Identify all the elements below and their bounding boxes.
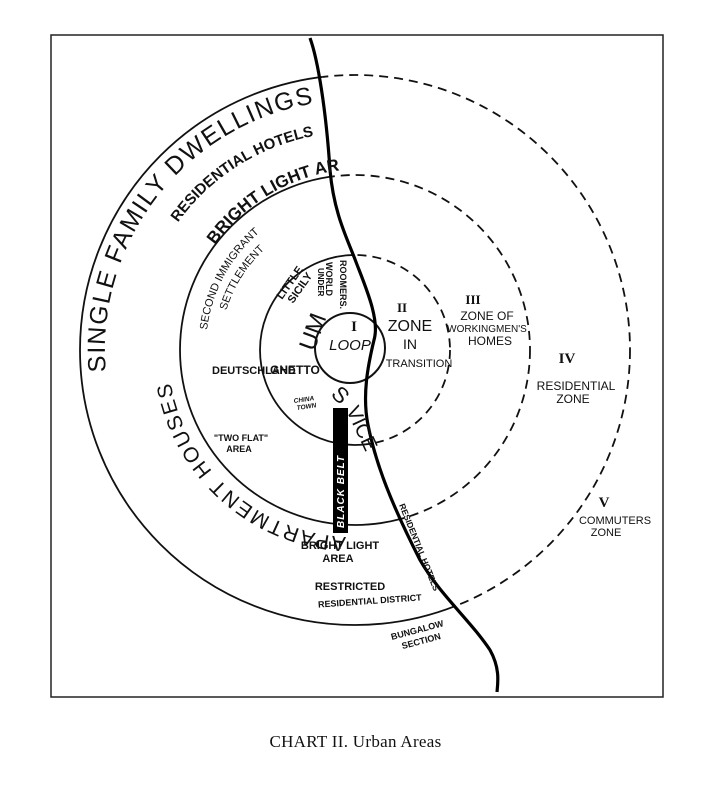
zone-iv-numeral: IV [559, 351, 576, 367]
zone-iii-line3: HOMES [468, 334, 512, 348]
two-flat-area-label: AREA [226, 444, 252, 454]
black-belt-bar [333, 408, 348, 533]
zone-iii-line2: WORKINGMEN'S [447, 324, 527, 335]
world-label: WORLD [324, 262, 334, 296]
zone-ii-line1: ZONE [388, 318, 432, 335]
black-belt-label: BLACK BELT [336, 455, 347, 528]
loop-boundary [314, 312, 386, 384]
zone-iii-line1: ZONE OF [460, 309, 513, 323]
town-label: TOWN [296, 402, 317, 412]
bright-light-bottom-label: BRIGHT LIGHT [301, 540, 379, 552]
two-flat-label: "TWO FLAT" [214, 433, 268, 443]
chart-frame [50, 34, 664, 698]
restricted-label: RESTRICTED [315, 581, 385, 593]
zone-v-line2: ZONE [591, 527, 622, 539]
zone-ii-boundary [259, 254, 451, 446]
zone-ii-line2: IN [403, 336, 417, 352]
apartment-houses-label: APARTMENT HOUSES [153, 380, 347, 555]
residential-hotels-river-label: RESIDENTIAL HOTELS [397, 502, 441, 593]
zone-iv-line1: RESIDENTIAL [537, 379, 616, 393]
zone-ii-line3: TRANSITION [386, 358, 453, 370]
under-label: UNDER [316, 268, 325, 297]
second-immigrant-label: SECOND IMMIGRANT [198, 226, 262, 331]
china-label: CHINA [293, 395, 315, 405]
loop-label: LOOP [329, 337, 371, 354]
bright-light-bottom-area-label: AREA [322, 553, 353, 565]
slum-s-label: S [326, 381, 354, 409]
roomers-label: ROOMERS. [338, 260, 348, 309]
zone-v-numeral: V [599, 495, 610, 511]
lake-shore-line [308, 37, 500, 693]
zone-v-line1: COMMUTERS [579, 515, 651, 527]
deutschland-label: DEUTSCHLAND [212, 365, 296, 377]
zone-iii-numeral: III [465, 292, 480, 307]
zone-iv-line2: ZONE [556, 392, 589, 406]
restricted-residential-district-label: RESIDENTIAL DISTRICT [318, 592, 423, 609]
slum-label: UM [294, 310, 332, 354]
zone-ii-numeral: II [397, 300, 407, 315]
zone-i-numeral: I [351, 319, 357, 335]
chart-caption: CHART II. Urban Areas [269, 732, 442, 751]
ghetto-label: GHETTO [270, 363, 320, 377]
